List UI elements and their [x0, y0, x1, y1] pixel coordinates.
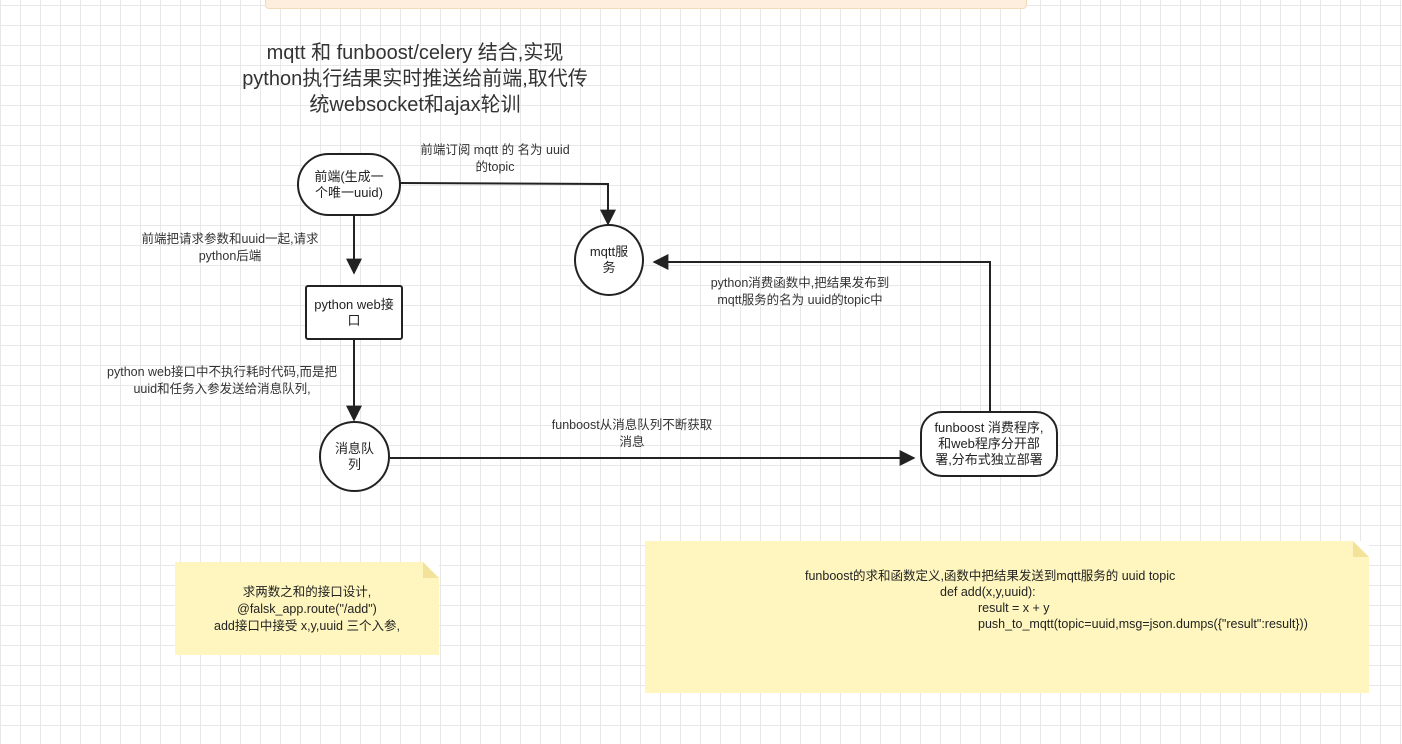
publish-label: python消费函数中,把结果发布到mqtt服务的名为 uuid的topic中	[710, 276, 890, 307]
code-line: def add(x,y,uuid):	[940, 585, 1036, 599]
queue-node: 消息队列	[319, 421, 390, 492]
web-api-node: python web接口	[305, 285, 403, 340]
function-def-heading: funboost的求和函数定义,函数中把结果发送到mqtt服务的 uuid to…	[805, 569, 1176, 583]
diagram-title: mqtt 和 funboost/celery 结合,实现python执行结果实时…	[242, 42, 588, 116]
code-line: result = x + y	[978, 601, 1050, 615]
code-line: push_to_mqtt(topic=uuid,msg=json.dumps({…	[978, 617, 1308, 631]
web-api-node-label: python web接口	[314, 296, 394, 328]
api-design-line: @falsk_app.route("/add")	[237, 602, 377, 616]
mqtt-node-label: mqtt服务	[589, 244, 629, 275]
queue-node-label: 消息队列	[334, 440, 374, 472]
consumer-node-label: funboost 消费程序,和web程序分开部署,分布式独立部署	[934, 420, 1044, 467]
edge-publish	[652, 254, 991, 411]
request-label: 前端把请求参数和uuid一起,请求python后端	[141, 232, 319, 263]
subscribe-label: 前端订阅 mqtt 的 名为 uuid的topic	[420, 143, 570, 174]
api-design-note: 求两数之和的接口设计, @falsk_app.route("/add") add…	[175, 562, 439, 655]
consumer-node: funboost 消费程序,和web程序分开部署,分布式独立部署	[920, 411, 1058, 477]
mqtt-node: mqtt服务	[574, 224, 644, 296]
frontend-node-label: 前端(生成一个唯一uuid)	[314, 168, 384, 200]
function-def-note: funboost的求和函数定义,函数中把结果发送到mqtt服务的 uuid to…	[645, 541, 1369, 693]
note-fold-corner	[423, 562, 439, 578]
enqueue-label: python web接口中不执行耗时代码,而是把uuid和任务入参发送给消息队列…	[107, 365, 337, 396]
api-design-line: add接口中接受 x,y,uuid 三个入参,	[214, 619, 400, 633]
api-design-line: 求两数之和的接口设计,	[242, 585, 372, 599]
note-fold-corner	[1353, 541, 1369, 557]
frontend-node: 前端(生成一个唯一uuid)	[297, 153, 401, 216]
consume-label: funboost从消息队列不断获取消息	[551, 418, 713, 449]
edge-subscribe	[399, 182, 616, 226]
notification-banner	[265, 0, 1027, 9]
